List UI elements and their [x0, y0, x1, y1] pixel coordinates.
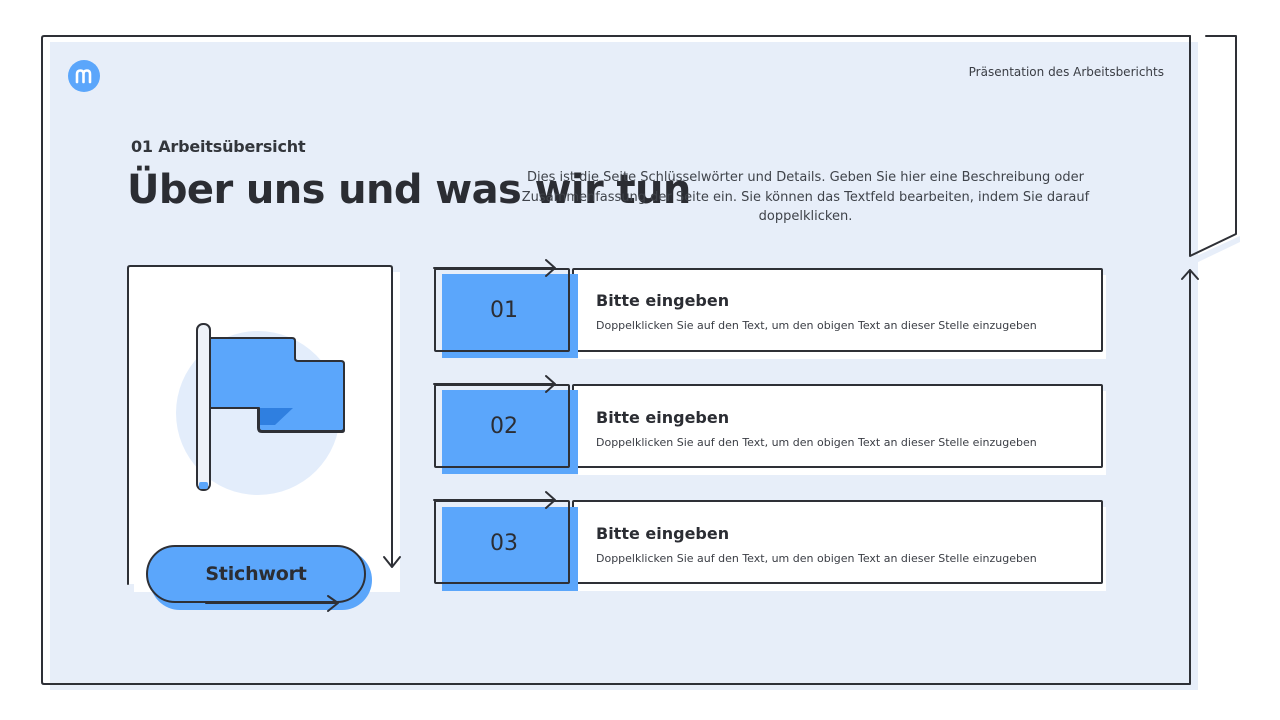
flag-icon	[170, 318, 350, 507]
item-number-fill	[442, 274, 578, 358]
item-title[interactable]: Bitte eingeben	[596, 291, 730, 310]
item-number: 02	[490, 414, 518, 439]
item-card	[572, 384, 1103, 468]
item-card	[572, 500, 1103, 584]
brand-logo-icon	[68, 60, 100, 92]
item-number: 03	[490, 531, 518, 556]
section-label: 01 Arbeitsübersicht	[131, 137, 306, 156]
item-description[interactable]: Doppelklicken Sie auf den Text, um den o…	[596, 319, 1037, 332]
item-description[interactable]: Doppelklicken Sie auf den Text, um den o…	[596, 436, 1037, 449]
keyword-label: Stichwort	[205, 563, 307, 585]
item-title[interactable]: Bitte eingeben	[596, 524, 730, 543]
page-title: Über uns und was wir tun	[127, 167, 691, 213]
item-number: 01	[490, 298, 518, 323]
item-title[interactable]: Bitte eingeben	[596, 408, 730, 427]
item-number-fill	[442, 390, 578, 474]
item-description[interactable]: Doppelklicken Sie auf den Text, um den o…	[596, 552, 1037, 565]
keyword-button[interactable]: Stichwort	[146, 545, 366, 603]
item-number-fill	[442, 507, 578, 591]
presentation-title: Präsentation des Arbeitsberichts	[968, 65, 1164, 79]
item-card	[572, 268, 1103, 352]
section-description[interactable]: Dies ist die Seite Schlüsselwörter und D…	[521, 170, 1090, 224]
